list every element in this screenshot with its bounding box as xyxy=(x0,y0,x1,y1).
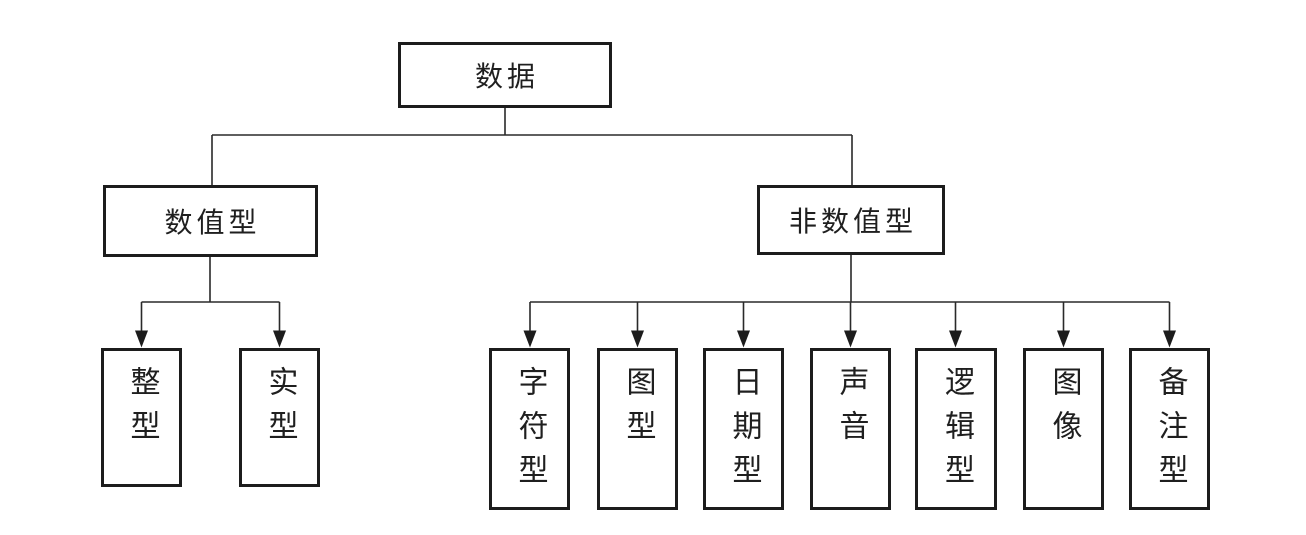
node-date-type: 日期型 xyxy=(703,348,784,510)
node-memo-type: 备注型 xyxy=(1129,348,1210,510)
node-label: 图型 xyxy=(620,366,656,454)
node-data-root: 数据 xyxy=(398,42,612,108)
node-image-type: 图像 xyxy=(1023,348,1104,510)
node-real-type: 实型 xyxy=(239,348,320,487)
edge-root-split xyxy=(211,108,853,185)
node-label: 数据 xyxy=(474,60,539,93)
arrowhead-icon xyxy=(135,330,148,348)
node-integer-type: 整型 xyxy=(101,348,182,487)
edge-nonnumeric-split xyxy=(529,255,1171,332)
arrowhead-icon xyxy=(844,330,857,348)
node-label: 字符型 xyxy=(512,366,548,498)
node-non-numeric-type: 非数值型 xyxy=(757,185,945,255)
edge-numeric-split xyxy=(140,257,281,332)
arrowhead-icon xyxy=(1057,330,1070,348)
arrowhead-icon xyxy=(273,330,286,348)
node-label: 声音 xyxy=(833,366,869,454)
node-label: 备注型 xyxy=(1152,366,1188,498)
arrowhead-icon xyxy=(949,330,962,348)
arrowhead-icon xyxy=(1163,330,1176,348)
node-sound-type: 声音 xyxy=(810,348,891,510)
node-numeric-type: 数值型 xyxy=(103,185,318,257)
node-label: 逻辑型 xyxy=(939,366,974,498)
node-graph-type: 图型 xyxy=(597,348,678,510)
node-label: 整型 xyxy=(124,366,160,454)
node-label: 非数值型 xyxy=(788,205,917,238)
node-label: 图像 xyxy=(1046,366,1082,454)
arrowhead-icon xyxy=(523,330,537,348)
node-logical-type: 逻辑型 xyxy=(915,348,997,510)
node-label: 日期型 xyxy=(726,366,762,498)
arrowhead-icon xyxy=(737,330,750,348)
node-label: 实型 xyxy=(262,366,298,454)
arrowhead-icon xyxy=(631,330,644,348)
node-label: 数值型 xyxy=(164,206,261,239)
node-character-type: 字符型 xyxy=(489,348,570,510)
